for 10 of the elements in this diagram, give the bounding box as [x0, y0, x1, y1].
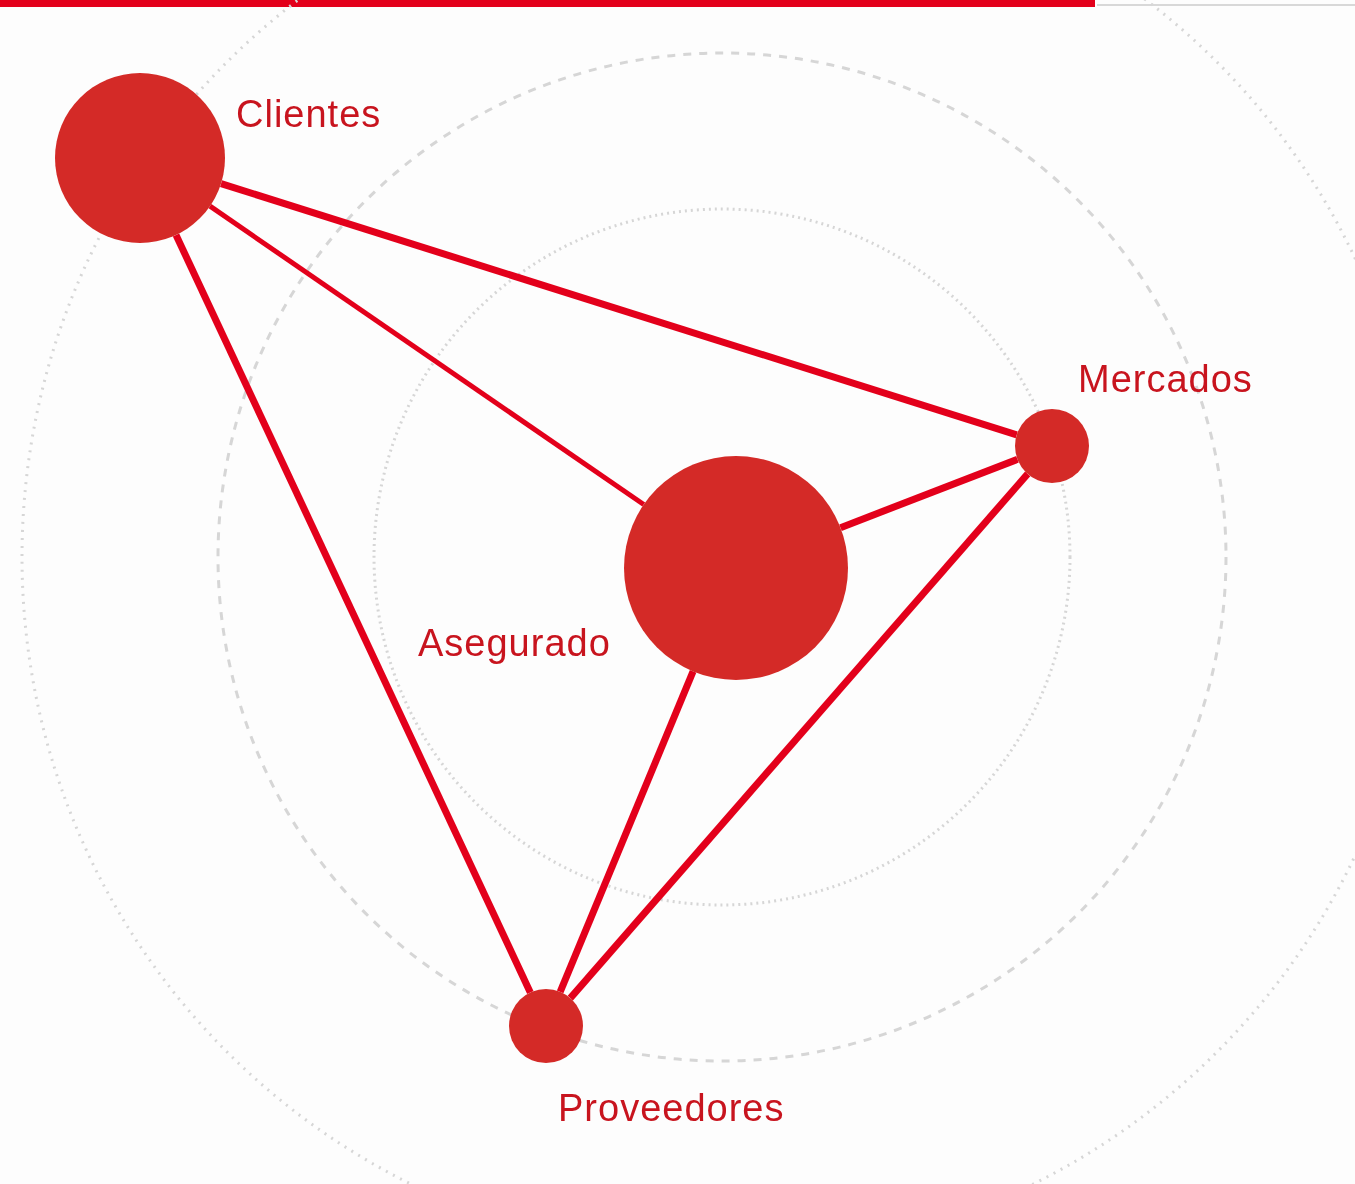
- connector-line: [220, 180, 1018, 439]
- node-label: Clientes: [236, 95, 382, 133]
- connector-line: [556, 670, 697, 994]
- node-label: Mercados: [1078, 360, 1253, 398]
- connector-line: [208, 204, 646, 507]
- node-label: Asegurado: [418, 624, 611, 662]
- connector-line: [839, 456, 1019, 531]
- node-label: Proveedores: [558, 1089, 785, 1127]
- connector-line: [172, 233, 534, 994]
- connector-line: [567, 471, 1031, 1001]
